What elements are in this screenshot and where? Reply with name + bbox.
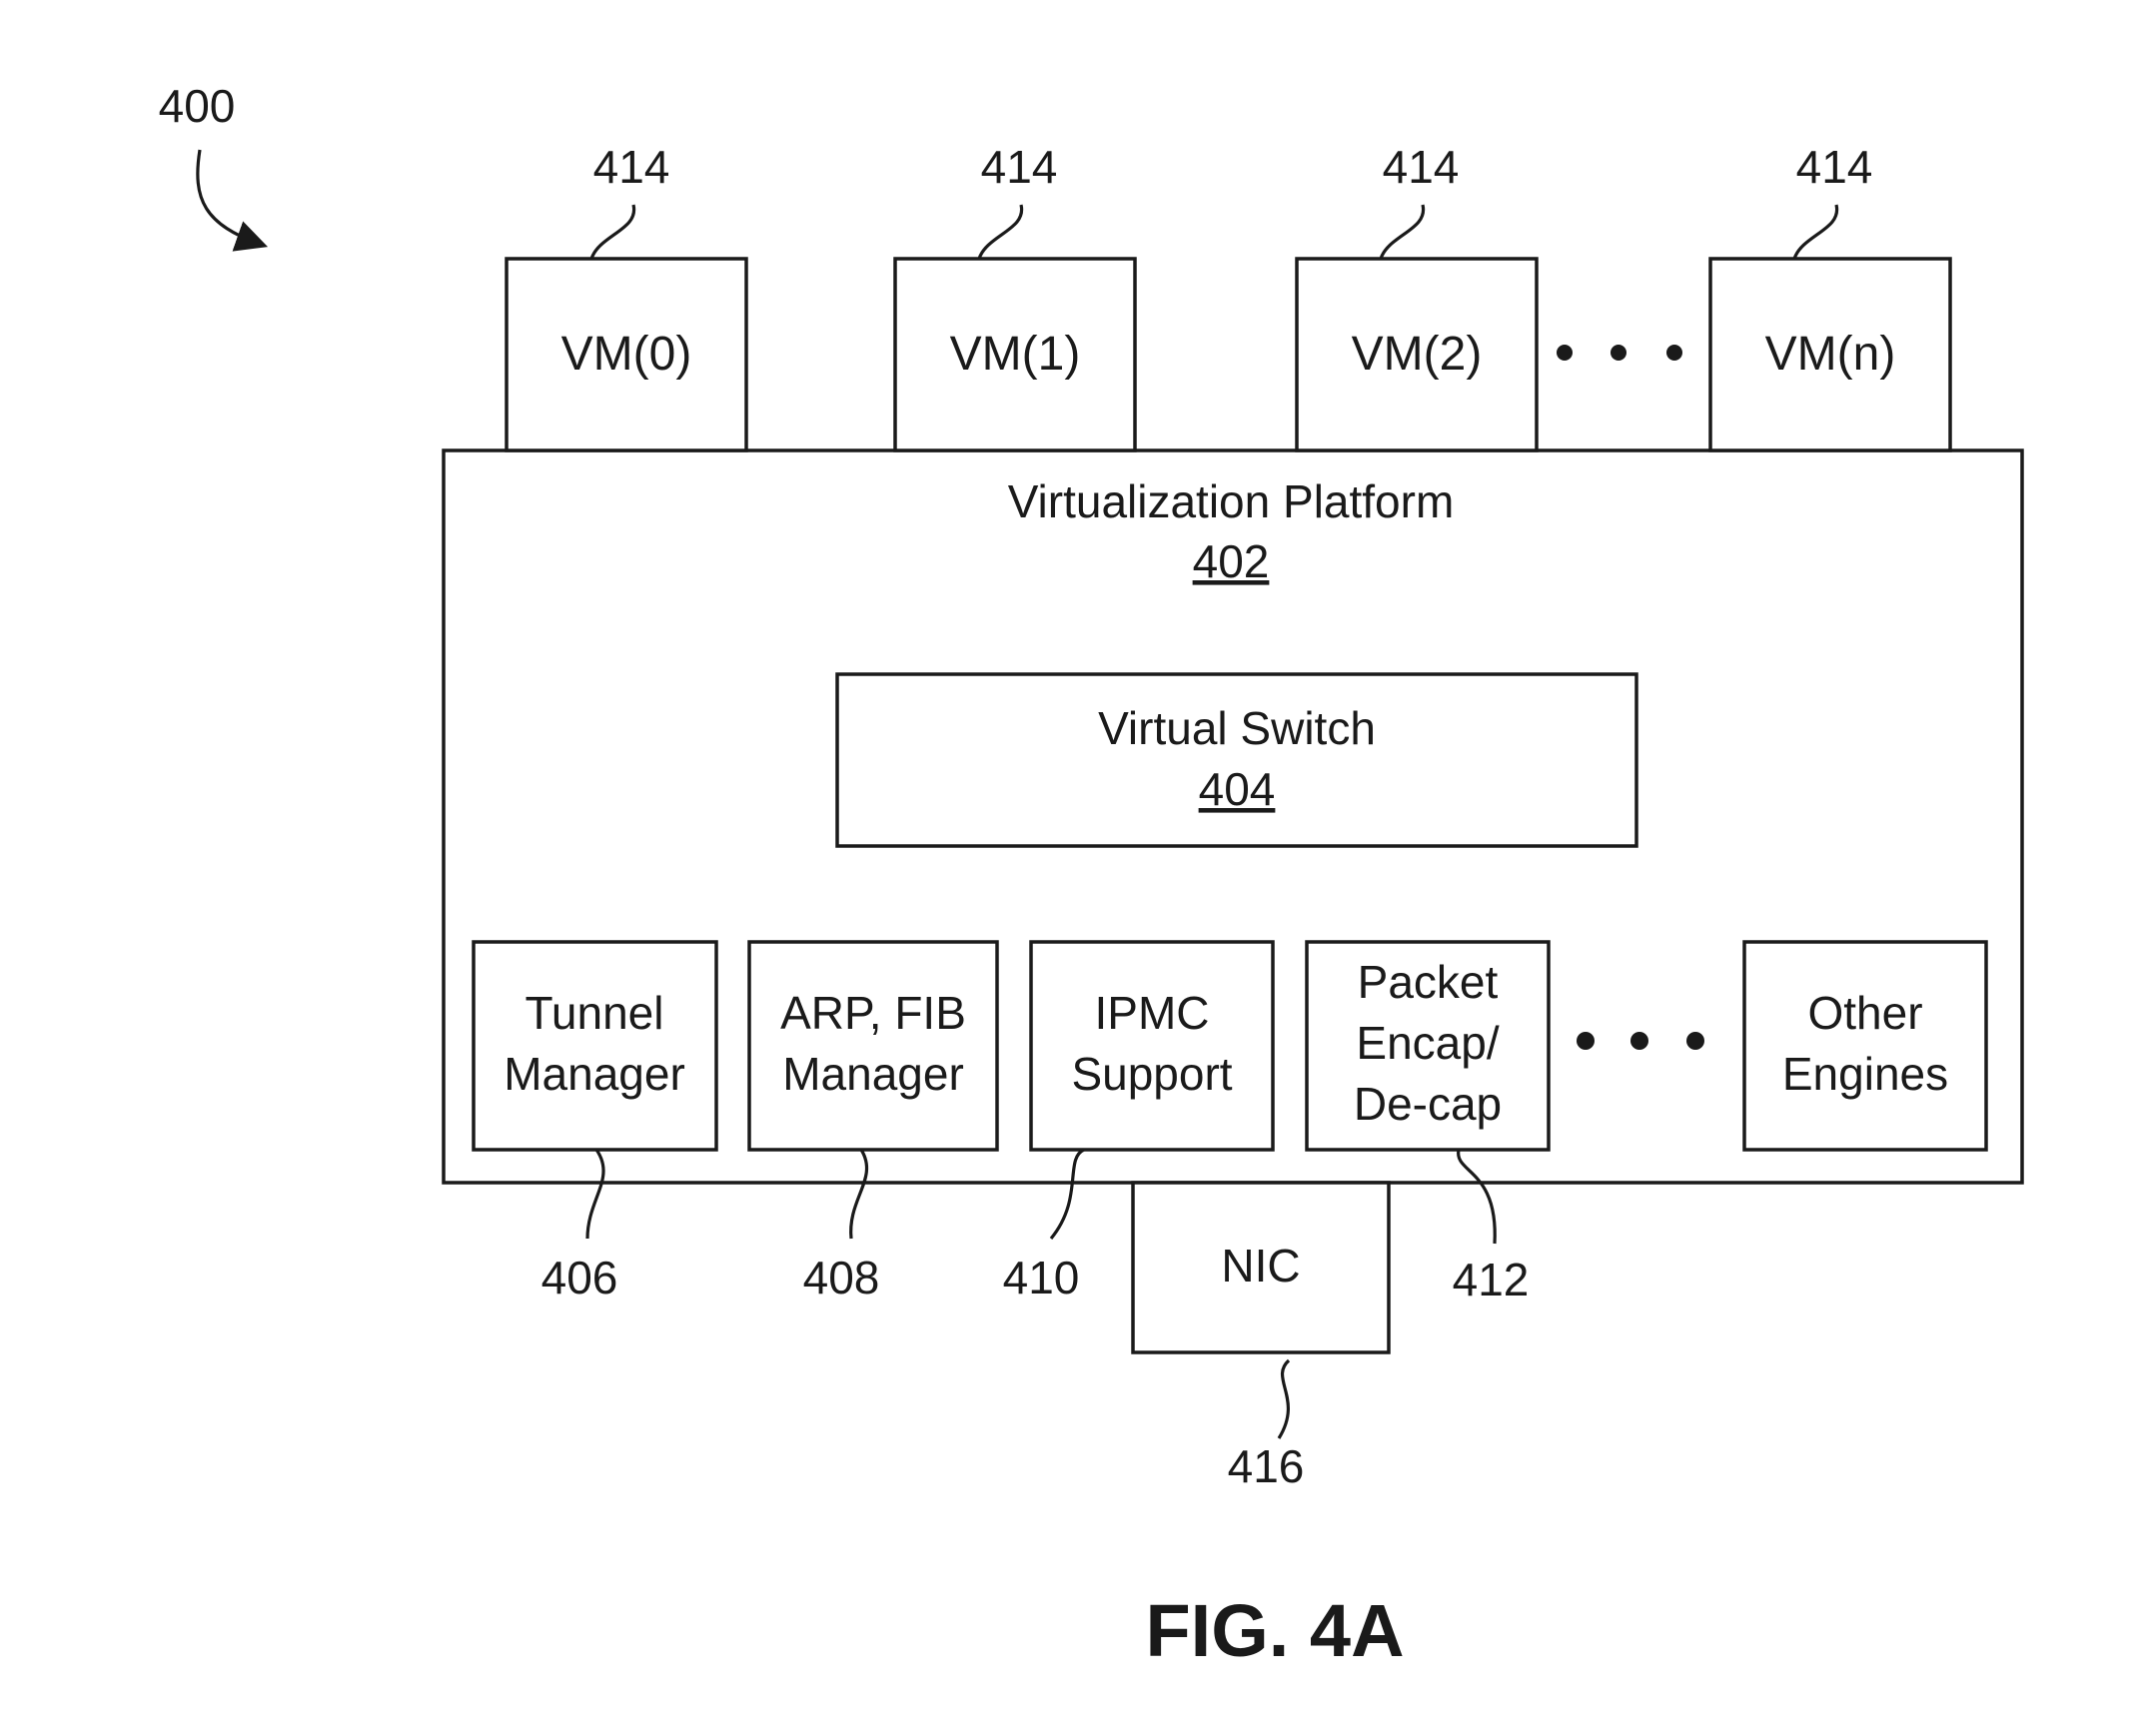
engine-label-line: Encap/ bbox=[1356, 1017, 1499, 1069]
engine-label-line: Engines bbox=[1782, 1048, 1948, 1100]
engine-label-line: ARP, FIB bbox=[780, 987, 966, 1039]
virtual-switch-label: Virtual Switch bbox=[1098, 702, 1376, 754]
virtual-switch: Virtual Switch 404 bbox=[837, 674, 1636, 846]
vm-label: VM(n) bbox=[1765, 328, 1896, 381]
vm-0: VM(0) 414 bbox=[507, 141, 746, 450]
engine-box bbox=[1744, 942, 1986, 1150]
vm-label: VM(1) bbox=[950, 328, 1081, 381]
engine-label-line: Support bbox=[1071, 1048, 1232, 1100]
engine-label-line: Manager bbox=[782, 1048, 964, 1100]
nic-ref: 416 bbox=[1228, 1440, 1305, 1492]
vm-ellipsis-icon bbox=[1557, 345, 1682, 361]
vm-ref: 414 bbox=[1383, 141, 1460, 193]
engine-ref: 408 bbox=[803, 1252, 880, 1303]
vm-ref: 414 bbox=[593, 141, 670, 193]
vm-label: VM(0) bbox=[561, 328, 692, 381]
vm-n: VM(n) 414 bbox=[1710, 141, 1950, 450]
engine-label-line: Other bbox=[1807, 987, 1922, 1039]
virtual-switch-box bbox=[837, 674, 1636, 846]
engine-box bbox=[474, 942, 716, 1150]
engine-box bbox=[1031, 942, 1273, 1150]
engine-tunnel-manager: Tunnel Manager 406 bbox=[474, 942, 716, 1303]
engine-label-line: De-cap bbox=[1354, 1078, 1502, 1130]
engine-label-line: IPMC bbox=[1095, 987, 1210, 1039]
engine-other-engines: Other Engines bbox=[1744, 942, 1986, 1150]
engine-box bbox=[749, 942, 997, 1150]
vm-2: VM(2) 414 bbox=[1297, 141, 1537, 450]
leader-line bbox=[1279, 1360, 1289, 1438]
virtualization-platform-ref: 402 bbox=[1193, 535, 1270, 587]
engine-ref: 406 bbox=[541, 1252, 618, 1303]
engine-label-line: Tunnel bbox=[526, 987, 664, 1039]
leader-line bbox=[979, 205, 1022, 259]
figure-ref-400: 400 bbox=[159, 80, 236, 132]
leader-line bbox=[591, 205, 634, 259]
vm-ref: 414 bbox=[1796, 141, 1873, 193]
nic-label: NIC bbox=[1221, 1240, 1300, 1292]
engine-label-line: Packet bbox=[1358, 956, 1499, 1008]
nic: NIC 416 bbox=[1133, 1183, 1389, 1492]
curved-arrow-icon bbox=[198, 150, 262, 245]
virtual-switch-ref: 404 bbox=[1199, 763, 1276, 815]
engine-label-line: Manager bbox=[504, 1048, 685, 1100]
engine-arp-fib-manager: ARP, FIB Manager 408 bbox=[749, 942, 997, 1303]
engine-ref: 412 bbox=[1453, 1254, 1530, 1305]
leader-line bbox=[1381, 205, 1424, 259]
vm-label: VM(2) bbox=[1352, 328, 1483, 381]
figure-title: FIG. 4A bbox=[1145, 1589, 1404, 1672]
vm-ref: 414 bbox=[981, 141, 1058, 193]
virtualization-platform-label: Virtualization Platform bbox=[1008, 475, 1455, 527]
leader-line bbox=[1794, 205, 1837, 259]
engine-ref: 410 bbox=[1003, 1252, 1080, 1303]
vm-1: VM(1) 414 bbox=[895, 141, 1135, 450]
